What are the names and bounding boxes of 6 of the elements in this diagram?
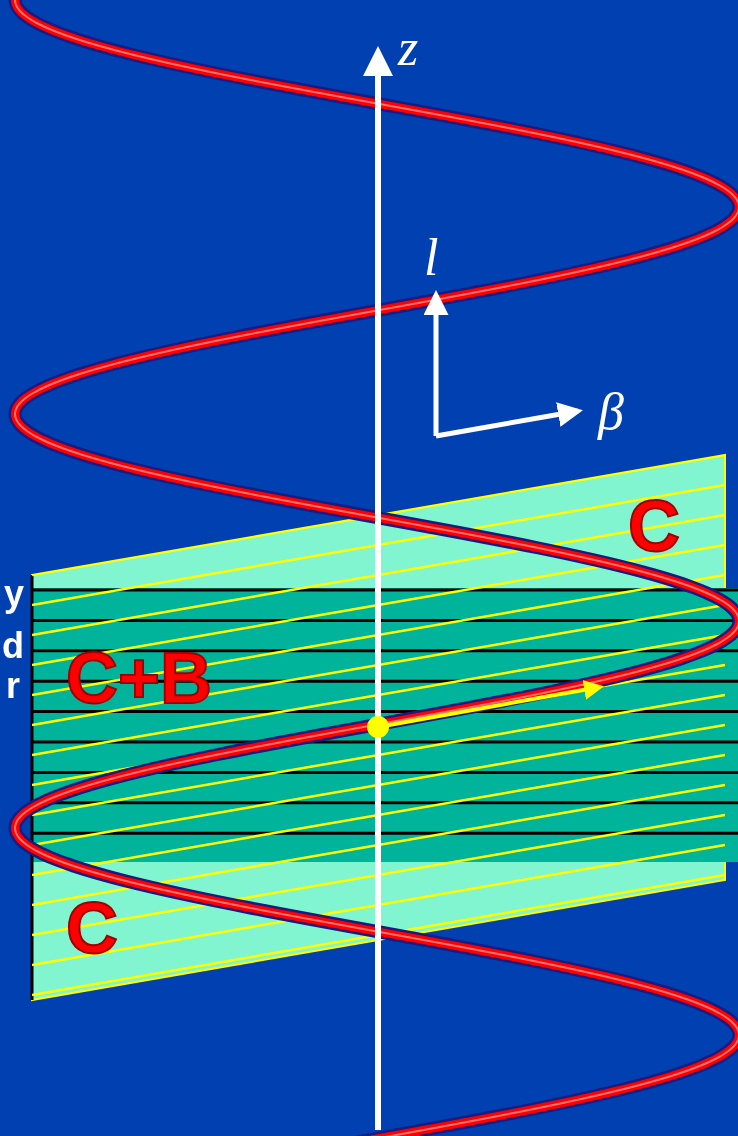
cut-off-text: y <box>4 576 25 612</box>
cut-off-text: r <box>6 668 20 704</box>
cut-off-text: d <box>2 628 24 664</box>
axis-label: z <box>398 22 419 74</box>
axis-label: l <box>424 232 439 284</box>
axis-label: β <box>598 386 624 438</box>
